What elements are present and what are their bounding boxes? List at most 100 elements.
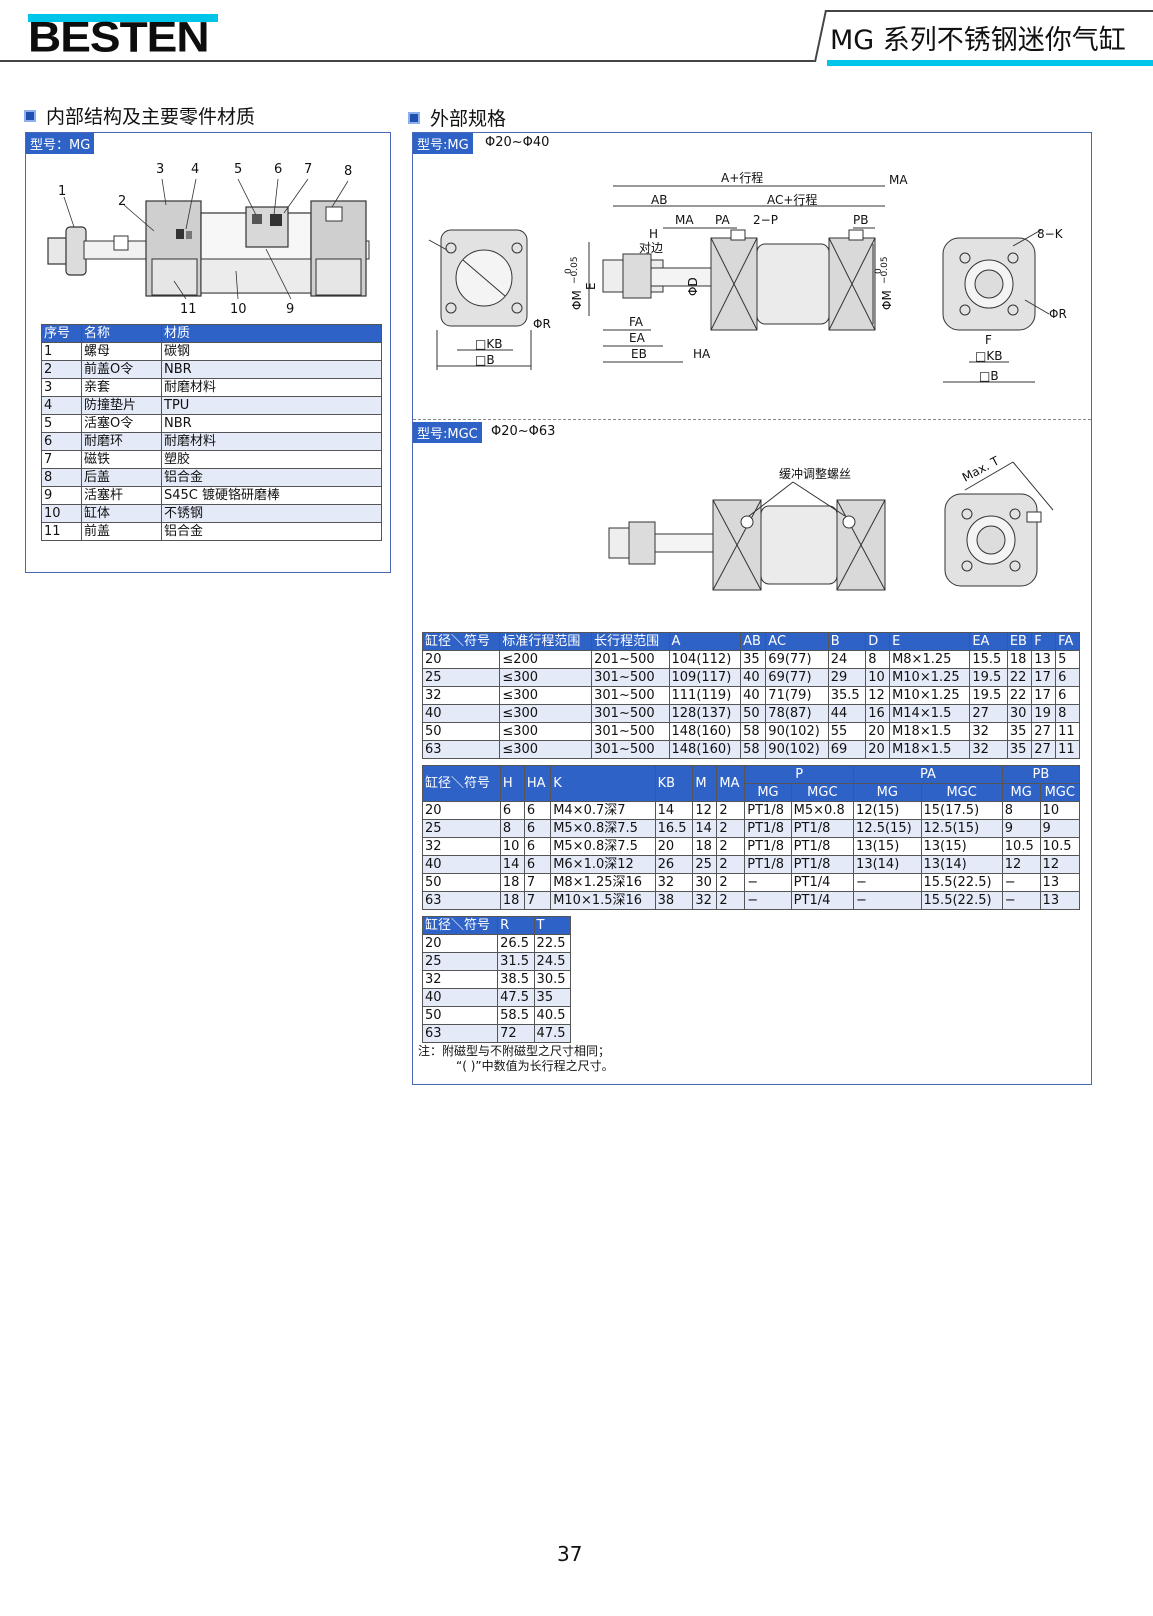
table-cell: 9 <box>41 486 82 505</box>
table-cell: 301~500 <box>591 668 670 687</box>
label-ha: HA <box>693 347 711 361</box>
table-cell: 35 <box>1006 722 1033 741</box>
table-cell: 13(15) <box>853 837 922 856</box>
table-cell: 13 <box>1031 650 1057 669</box>
table-cell: 30.5 <box>533 970 572 989</box>
table-cell: 78(87) <box>765 704 829 723</box>
label-h: H <box>649 227 658 241</box>
table-cell: M18×1.5 <box>889 722 971 741</box>
table-cell: 6 <box>1055 668 1080 687</box>
label-tol-minus-right: −0.05 <box>880 256 890 284</box>
callout-11: 11 <box>180 302 197 317</box>
table-cell: 11 <box>1055 740 1080 759</box>
table-cell: 6 <box>523 837 552 856</box>
table-cell: 19.5 <box>969 668 1008 687</box>
table-cell: 15.5(22.5) <box>920 873 1003 892</box>
table-cell: 2 <box>716 855 746 874</box>
table-cell: 27 <box>1031 740 1057 759</box>
table-cell: 63 <box>422 891 501 910</box>
table-cell: PT1/4 <box>790 873 855 892</box>
table-cell: 8 <box>41 468 82 487</box>
table-cell: 20 <box>865 722 891 741</box>
table-cell: 3 <box>41 378 82 397</box>
table-cell: 301~500 <box>591 704 670 723</box>
table-cell: 5 <box>1055 650 1080 669</box>
table-cell: 26.5 <box>497 934 535 953</box>
table-cell: 2 <box>716 891 746 910</box>
t1-head-cell: EB <box>1006 632 1033 651</box>
t1-head-cell: B <box>827 632 867 651</box>
table-cell: 2 <box>41 360 82 379</box>
square-bullet-icon <box>408 111 420 124</box>
table-cell: 10 <box>41 504 82 523</box>
table-cell: 24 <box>827 650 867 669</box>
t1-head-cell: E <box>889 632 971 651</box>
table-cell: 13 <box>1039 873 1081 892</box>
table-cell: 50 <box>422 873 501 892</box>
table-cell: 69(77) <box>765 668 829 687</box>
label-r-right: ΦR <box>1049 307 1067 321</box>
t2-header-kb: KB <box>654 765 694 802</box>
table-cell: 13(14) <box>920 855 1003 874</box>
section-divider <box>413 419 1091 420</box>
mgc-bore-range: Φ20~Φ63 <box>491 424 556 439</box>
table-cell: M4×0.7深7 <box>550 801 656 820</box>
table-cell: 缸体 <box>81 504 162 523</box>
table-cell: 8 <box>865 650 891 669</box>
table-cell: 13 <box>1039 891 1081 910</box>
table-cell: 前盖O令 <box>81 360 162 379</box>
table-cell: 2 <box>716 873 746 892</box>
table-cell: 碳钢 <box>161 342 382 361</box>
table-cell: 50 <box>740 704 767 723</box>
footnote-line-2: “( )”中数值为长行程之尺寸。 <box>456 1059 614 1073</box>
table-cell: 32 <box>692 891 718 910</box>
table-cell: 2 <box>716 801 746 820</box>
label-kb-right: □KB <box>975 349 1002 363</box>
table-cell: 6 <box>523 801 552 820</box>
t1-head-cell: FA <box>1055 632 1080 651</box>
t2-sub-pa-mgc: MGC <box>920 783 1003 802</box>
table-cell: 耐磨环 <box>81 432 162 451</box>
brand-accent-bar <box>28 14 218 22</box>
callout-4: 4 <box>191 162 199 177</box>
table-cell: 12 <box>1039 855 1081 874</box>
table-cell: 前盖 <box>81 522 162 541</box>
table-cell: 301~500 <box>591 740 670 759</box>
table-cell: 19.5 <box>969 686 1008 705</box>
callout-2: 2 <box>118 194 126 209</box>
table-cell: 10.5 <box>1039 837 1081 856</box>
footnote-line-1: 注：附磁型与不附磁型之尺寸相同； <box>418 1044 611 1058</box>
table-cell: 32 <box>421 686 501 705</box>
table-cell: 69 <box>827 740 867 759</box>
t1-head-cell: 长行程范围 <box>591 632 670 651</box>
table-cell: 11 <box>41 522 82 541</box>
table-cell: 7 <box>523 891 552 910</box>
table-cell: 148(160) <box>668 722 742 741</box>
table-cell: 50 <box>421 722 501 741</box>
t3-head-cell: 缸径＼符号 <box>421 916 499 935</box>
table-cell: 29 <box>827 668 867 687</box>
label-kb-left: □KB <box>475 337 502 351</box>
label-eb: EB <box>631 347 647 361</box>
table-cell: 32 <box>969 722 1008 741</box>
table-cell: 58 <box>740 740 767 759</box>
t2-header-m: M <box>692 765 718 802</box>
table-cell: ≤200 <box>499 650 593 669</box>
table-cell: 10 <box>1039 801 1081 820</box>
table-cell: 12 <box>865 686 891 705</box>
table-cell: 301~500 <box>591 686 670 705</box>
table-cell: 18 <box>692 837 718 856</box>
table-cell: 25 <box>422 819 501 838</box>
mg-bore-range: Φ20~Φ40 <box>485 135 550 150</box>
table-cell: 14 <box>692 819 718 838</box>
